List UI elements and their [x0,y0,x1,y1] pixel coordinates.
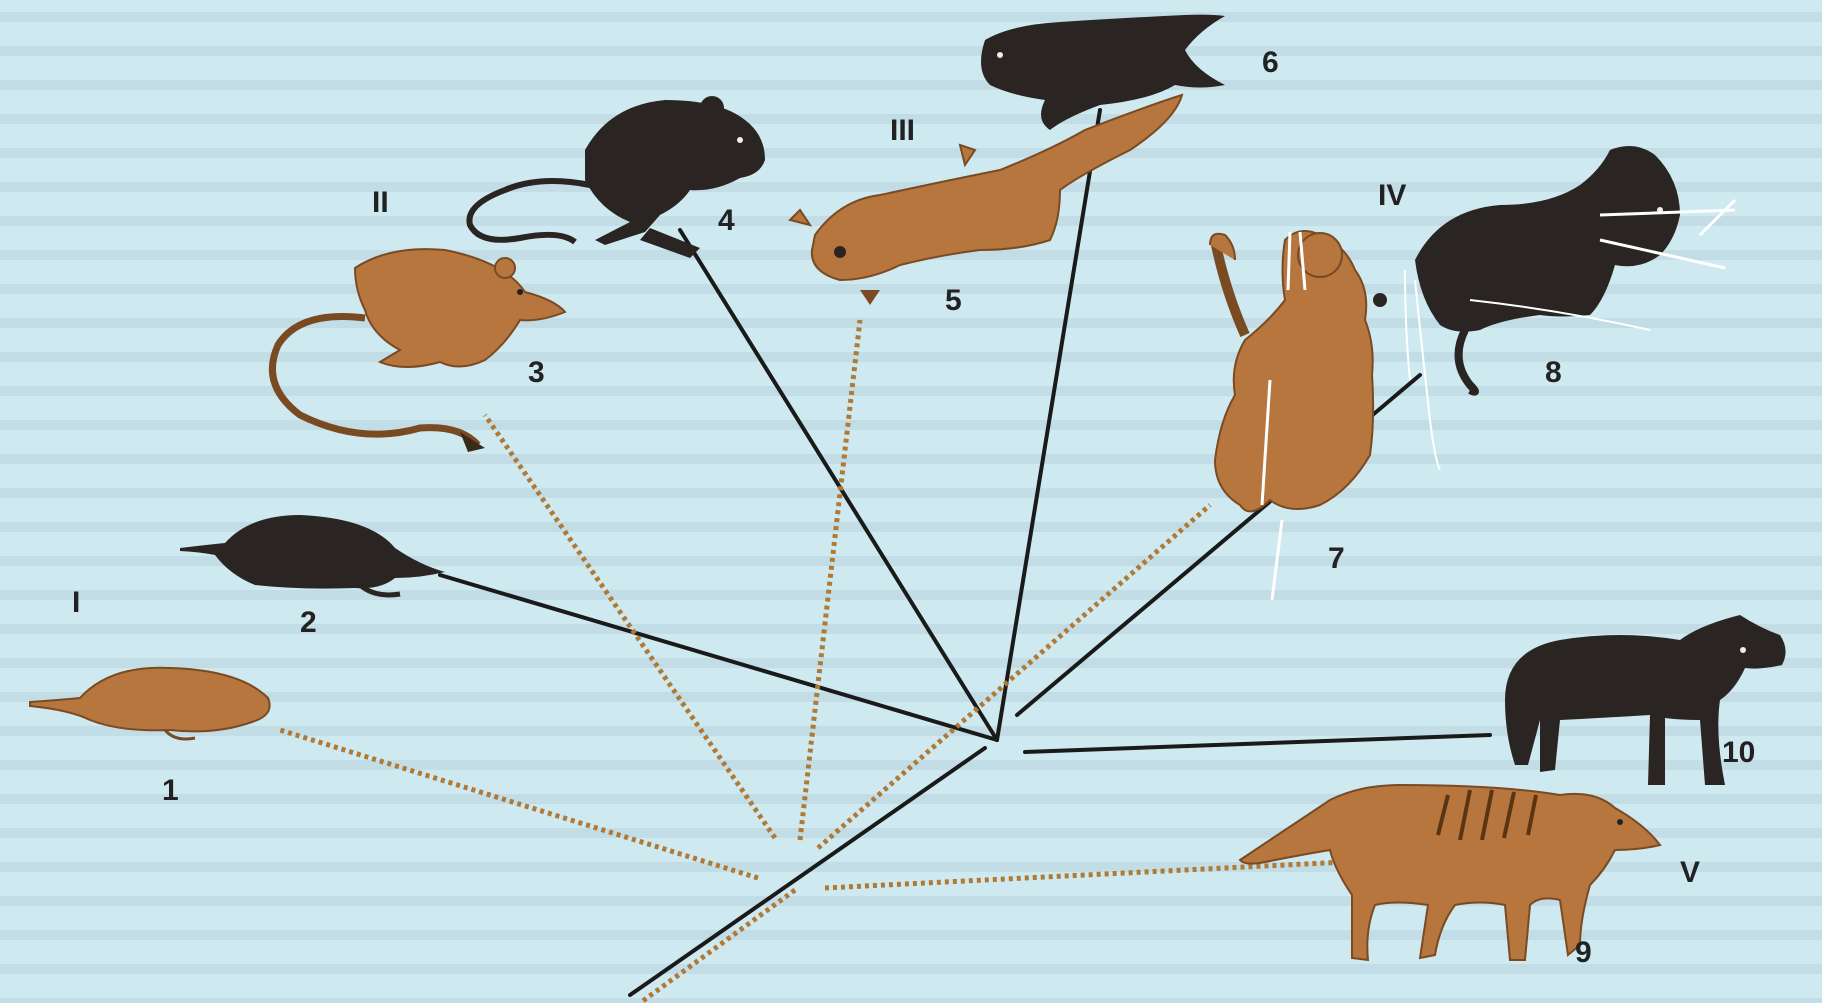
animal-number-1: 1 [162,774,179,807]
group-label-2: II [372,186,389,219]
group-label-1: I [72,586,80,619]
animal-number-8: 8 [1545,356,1562,389]
animal-number-2: 2 [300,606,317,639]
animal-number-10: 10 [1722,736,1755,769]
group-label-4: IV [1378,179,1406,212]
animal-number-9: 9 [1575,936,1592,969]
group-label-5: V [1680,856,1700,889]
animal-number-4: 4 [718,204,735,237]
group-label-3: III [890,114,915,147]
animal-number-7: 7 [1328,542,1345,575]
animal-number-3: 3 [528,356,545,389]
animal-number-6: 6 [1262,46,1279,79]
animal-number-5: 5 [945,284,962,317]
